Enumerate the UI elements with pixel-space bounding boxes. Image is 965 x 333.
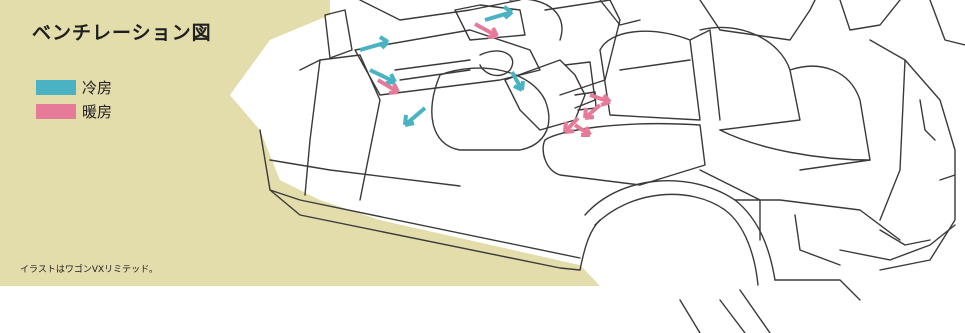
diagram-title: ベンチレーション図 <box>32 22 212 44</box>
warm-swatch <box>36 103 76 119</box>
background-panel <box>0 0 600 286</box>
legend: 冷房 暖房 <box>36 75 112 123</box>
legend-item-cool: 冷房 <box>36 75 112 99</box>
cool-airflow-arrows <box>359 5 525 127</box>
cool-swatch <box>36 79 76 95</box>
legend-label-cool: 冷房 <box>82 78 113 97</box>
illustration-caption: イラストはワゴンVXリミテッド。 <box>20 265 158 275</box>
legend-label-warm: 暖房 <box>82 102 113 121</box>
legend-item-warm: 暖房 <box>36 99 112 123</box>
warm-airflow-arrows <box>376 22 612 137</box>
